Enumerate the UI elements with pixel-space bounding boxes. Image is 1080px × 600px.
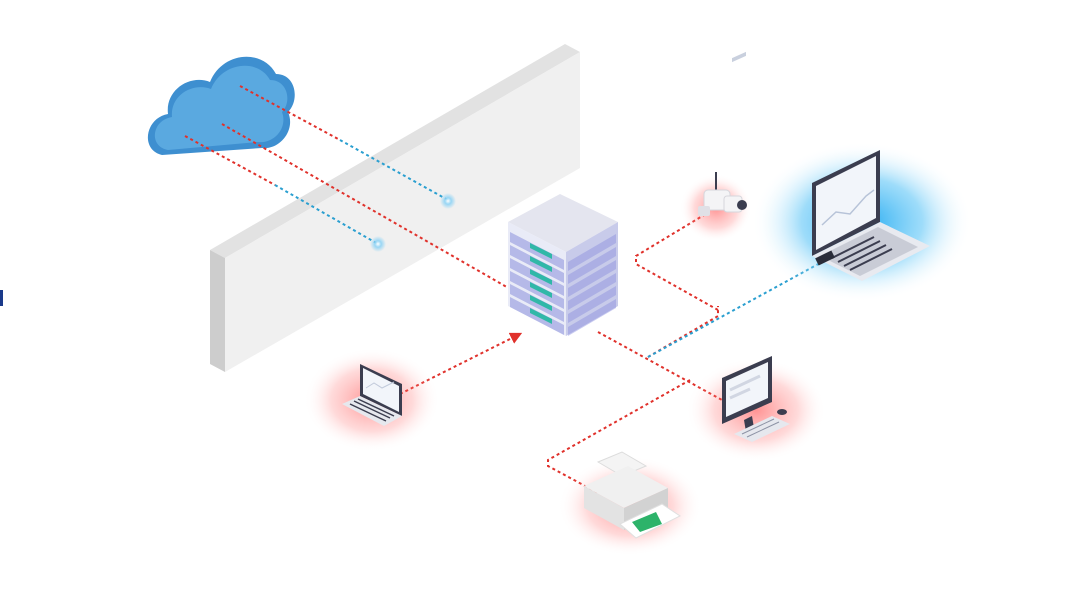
link-cloud-firewall-2-blocked [274, 184, 379, 245]
window-edge-marker [0, 290, 3, 306]
server-slot-led [530, 295, 552, 311]
server-slot-side [568, 286, 616, 323]
server-slot-led [530, 269, 552, 285]
link-cloud-server [221, 123, 513, 291]
link-server-camera [635, 214, 719, 311]
laptop-attacker-icon [304, 348, 440, 452]
security-camera-icon [680, 172, 752, 242]
server-slot-side [568, 247, 616, 284]
link-bus [647, 306, 719, 358]
server-slot-side [568, 299, 616, 336]
server-slot-side [568, 273, 616, 310]
server-rack-icon [508, 194, 618, 336]
server-slot-led [530, 256, 552, 272]
blocked-point-1 [440, 193, 456, 209]
server-slot-side [568, 234, 616, 271]
server-slot-led [530, 243, 552, 259]
server-slot-side [568, 260, 616, 297]
cloud-icon [147, 56, 295, 155]
desktop-computer-icon [686, 51, 826, 462]
link-cloud-firewall-2 [184, 135, 276, 186]
server-slot-led [530, 308, 552, 324]
server-slot-led [530, 282, 552, 298]
link-cloud-firewall-1 [239, 85, 341, 141]
link-cloud-firewall-1-blocked [339, 139, 449, 201]
blocked-point-2 [370, 236, 386, 252]
link-attacker-server [399, 332, 523, 395]
printer-icon [558, 451, 702, 556]
laptop-secure-icon [752, 142, 972, 302]
firewall-wall [210, 44, 580, 372]
